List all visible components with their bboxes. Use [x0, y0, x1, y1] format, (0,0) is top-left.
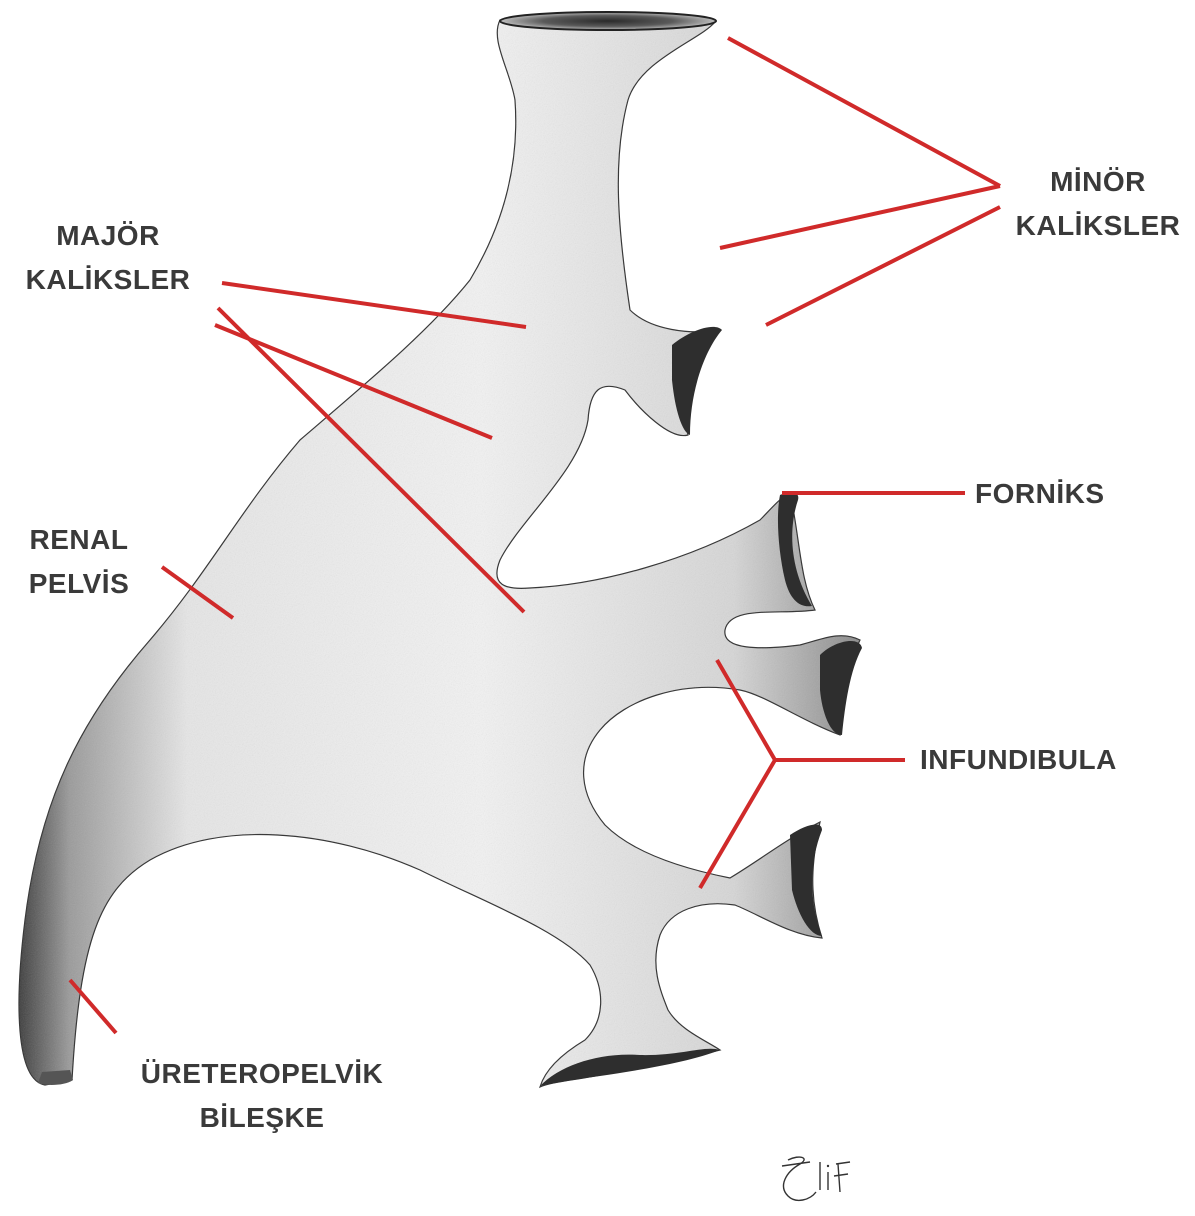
label-ureteropelvik-line1: ÜRETEROPELVİK	[112, 1052, 412, 1096]
label-ureteropelvik-line2: BİLEŞKE	[112, 1096, 412, 1140]
label-infundibula: INFUNDIBULA	[920, 738, 1117, 782]
label-major-kaliksler: MAJÖR KALİKSLER	[8, 214, 208, 302]
label-minor-kaliksler: MİNÖR KALİKSLER	[1008, 160, 1188, 248]
label-forniks: FORNİKS	[975, 472, 1105, 516]
ureter-end	[38, 1070, 73, 1085]
label-ureteropelvik-bileske: ÜRETEROPELVİK BİLEŞKE	[112, 1052, 412, 1140]
label-major-line2: KALİKSLER	[8, 258, 208, 302]
label-minor-line1: MİNÖR	[1008, 160, 1188, 204]
label-renal-line2: PELVİS	[4, 562, 154, 606]
leader-minor-top	[728, 38, 1000, 186]
artist-signature	[770, 1150, 860, 1210]
label-major-line1: MAJÖR	[8, 214, 208, 258]
minor-calyx-top-opening	[500, 12, 716, 30]
label-minor-line2: KALİKSLER	[1008, 204, 1188, 248]
label-renal-pelvis: RENAL PELVİS	[4, 518, 154, 606]
label-renal-line1: RENAL	[4, 518, 154, 562]
leader-minor-lower	[766, 207, 1000, 325]
leader-minor-middle	[720, 186, 1000, 248]
